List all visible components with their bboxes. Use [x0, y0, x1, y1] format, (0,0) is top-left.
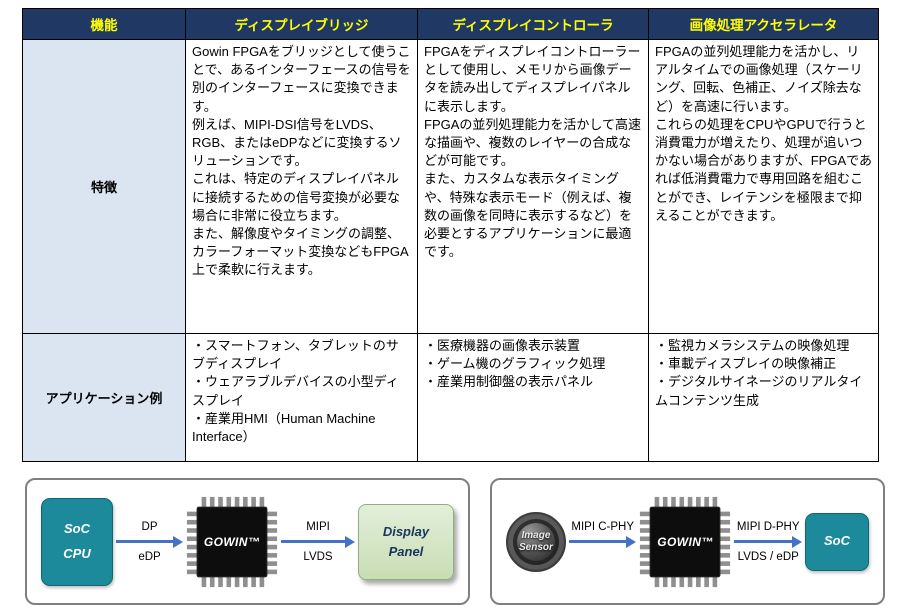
diagram-section: SoC CPU DP eDP GOWIN™	[25, 478, 885, 605]
link-label-bottom: LVDS / eDP	[737, 550, 799, 563]
features-image-accelerator-cell: FPGAの並列処理能力を活かし、リアルタイムでの画像処理（スケーリング、回転、色…	[648, 39, 879, 334]
display-bridge-diagram: SoC CPU DP eDP GOWIN™	[25, 478, 470, 605]
applications-display-bridge-text: ・スマートフォン、タブレットのサブディスプレイ ・ウェアラブルデバイスの小型ディ…	[192, 338, 399, 444]
gowin-fpga-chip-icon: GOWIN™	[186, 496, 278, 588]
display-panel-label: Display Panel	[382, 524, 430, 559]
applications-row: アプリケーション例 ・スマートフォン、タブレットのサブディスプレイ ・ウェアラブ…	[22, 333, 879, 462]
applications-display-bridge-cell: ・スマートフォン、タブレットのサブディスプレイ ・ウェアラブルデバイスの小型ディ…	[185, 333, 418, 462]
column-header-display-controller: ディスプレイコントローラ	[417, 8, 649, 40]
display-panel-box: Display Panel	[357, 503, 454, 580]
arrow-right-icon	[116, 535, 184, 548]
camera-bridge-diagram: Image Sensor MIPI C-PHY GOWIN™	[489, 478, 885, 605]
dp-edp-link: DP eDP	[113, 519, 186, 565]
applications-image-accelerator-cell: ・監視カメラシステムの映像処理 ・車載ディスプレイの映像補正 ・デジタルサイネー…	[648, 333, 879, 462]
features-display-controller-text: FPGAをディスプレイコントローラーとして使用し、メモリから画像データを読み出し…	[424, 44, 642, 260]
link-label-bottom: eDP	[138, 550, 161, 563]
soc-cpu-label: SoC CPU	[63, 520, 91, 561]
column-header-function: 機能	[22, 8, 186, 40]
features-display-bridge-text: Gowin FPGAをブリッジとして使うことで、あるインターフェースの信号を別の…	[192, 44, 411, 278]
table-header-row: 機能 ディスプレイブリッジ ディスプレイコントローラ 画像処理アクセラレータ	[22, 8, 879, 40]
applications-display-controller-cell: ・医療機器の画像表示装置 ・ゲーム機のグラフィック処理 ・産業用制御盤の表示パネ…	[417, 333, 649, 462]
soc-cpu-box: SoC CPU	[41, 497, 113, 586]
mipi-dphy-lvds-edp-link: MIPI D-PHY LVDS / eDP	[731, 519, 805, 565]
soc-box: SoC	[805, 512, 869, 571]
arrow-right-icon	[734, 535, 802, 548]
gowin-logo-label: GOWIN™	[657, 534, 714, 549]
link-label-top: MIPI C-PHY	[571, 520, 635, 533]
arrow-right-icon	[281, 535, 355, 548]
gowin-fpga-chip-icon: GOWIN™	[639, 496, 731, 588]
row-label-features: 特徴	[22, 39, 186, 334]
features-image-accelerator-text: FPGAの並列処理能力を活かし、リアルタイムでの画像処理（スケーリング、回転、色…	[655, 44, 872, 223]
link-label-top: MIPI	[306, 520, 330, 533]
features-row: 特徴 Gowin FPGAをブリッジとして使うことで、あるインターフェースの信号…	[22, 39, 879, 334]
image-sensor-icon: Image Sensor	[505, 511, 566, 572]
applications-image-accelerator-text: ・監視カメラシステムの映像処理 ・車載ディスプレイの映像補正 ・デジタルサイネー…	[655, 338, 863, 408]
comparison-table: 機能 ディスプレイブリッジ ディスプレイコントローラ 画像処理アクセラレータ 特…	[22, 8, 879, 462]
column-header-display-bridge: ディスプレイブリッジ	[185, 8, 418, 40]
row-label-applications: アプリケーション例	[22, 333, 186, 462]
column-header-image-accelerator: 画像処理アクセラレータ	[648, 8, 879, 40]
link-label-top: DP	[141, 520, 158, 533]
soc-label: SoC	[824, 533, 850, 549]
mipi-lvds-link: MIPI LVDS	[278, 519, 358, 565]
image-sensor-label: Image Sensor	[518, 530, 553, 553]
applications-display-controller-text: ・医療機器の画像表示装置 ・ゲーム機のグラフィック処理 ・産業用制御盤の表示パネ…	[424, 338, 606, 390]
features-display-bridge-cell: Gowin FPGAをブリッジとして使うことで、あるインターフェースの信号を別の…	[185, 39, 418, 334]
link-label-top: MIPI D-PHY	[736, 520, 800, 533]
arrow-right-icon	[568, 535, 637, 548]
gowin-logo-label: GOWIN™	[203, 534, 261, 549]
link-label-bottom: LVDS	[303, 550, 333, 563]
mipi-cphy-link: MIPI C-PHY	[566, 519, 640, 565]
features-display-controller-cell: FPGAをディスプレイコントローラーとして使用し、メモリから画像データを読み出し…	[417, 39, 649, 334]
